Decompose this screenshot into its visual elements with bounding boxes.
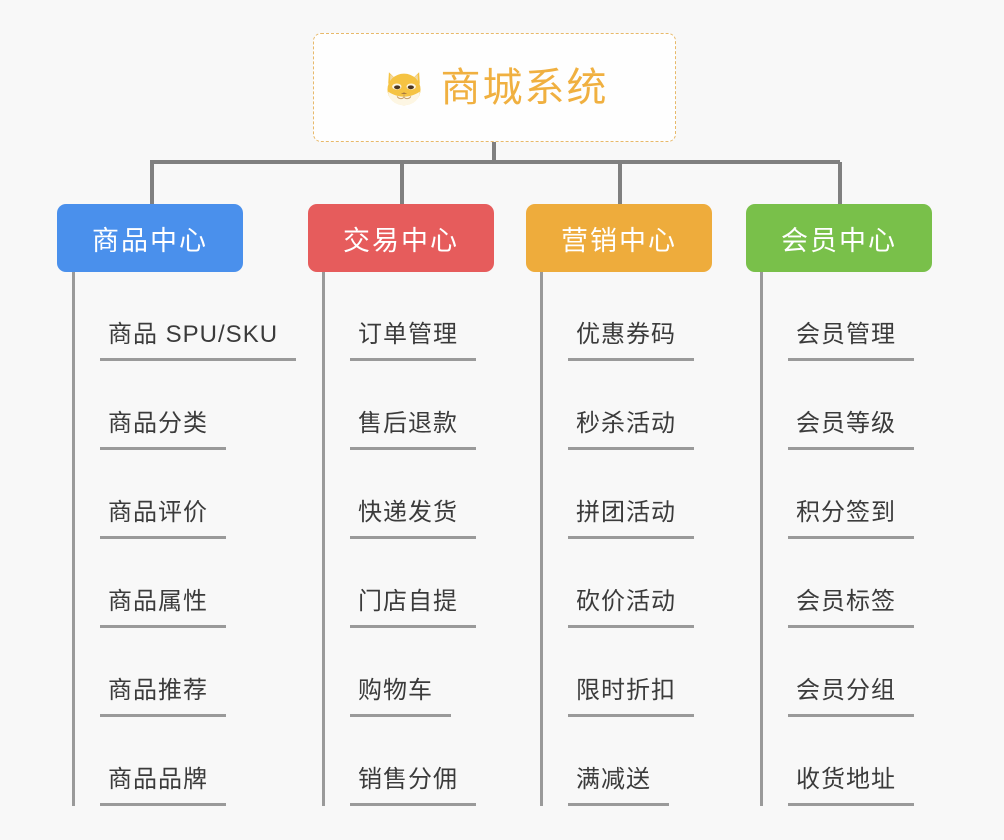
- list-item[interactable]: 商品属性: [72, 539, 296, 628]
- list-item[interactable]: 订单管理: [322, 272, 476, 361]
- leaf-label: 门店自提: [358, 588, 458, 615]
- list-item[interactable]: 商品品牌: [72, 717, 296, 806]
- leaf-column-member: 会员管理 会员等级 积分签到 会员标签 会员分组 收货地址: [760, 272, 914, 806]
- leaf-label: 会员等级: [796, 410, 896, 437]
- leaf-label: 会员标签: [796, 588, 896, 615]
- leaf-label: 售后退款: [358, 410, 458, 437]
- connector-leg-2: [400, 162, 404, 204]
- leaf-label: 销售分佣: [358, 766, 458, 793]
- list-item[interactable]: 优惠券码: [540, 272, 694, 361]
- connector-root-drop: [492, 142, 496, 163]
- column-spine: [760, 272, 763, 806]
- leaf-label: 商品评价: [108, 499, 208, 526]
- connector-horizontal-bus: [150, 160, 840, 164]
- leaf-label: 订单管理: [358, 321, 458, 348]
- leaf-label: 积分签到: [796, 499, 896, 526]
- leaf-label: 商品推荐: [108, 677, 208, 704]
- category-header-product[interactable]: 商品中心: [57, 204, 243, 272]
- root-node-label: 商城系统: [440, 65, 609, 110]
- leaf-label: 收货地址: [796, 766, 896, 793]
- list-item[interactable]: 售后退款: [322, 361, 476, 450]
- list-item[interactable]: 限时折扣: [540, 628, 694, 717]
- leaf-label: 拼团活动: [576, 499, 676, 526]
- leaf-label: 会员管理: [796, 321, 896, 348]
- leaf-label: 优惠券码: [576, 321, 676, 348]
- leaf-label: 购物车: [358, 677, 433, 704]
- list-item[interactable]: 商品 SPU/SKU: [72, 272, 297, 361]
- column-spine: [72, 272, 75, 806]
- list-item[interactable]: 销售分佣: [322, 717, 476, 806]
- list-item[interactable]: 收货地址: [760, 717, 914, 806]
- list-item[interactable]: 满减送: [540, 717, 694, 806]
- category-header-member[interactable]: 会员中心: [746, 204, 932, 272]
- leaf-label: 商品 SPU/SKU: [108, 321, 279, 348]
- list-item[interactable]: 拼团活动: [540, 450, 694, 539]
- category-header-label: 交易中心: [343, 225, 459, 256]
- list-item[interactable]: 商品评价: [72, 450, 296, 539]
- list-item[interactable]: 砍价活动: [540, 539, 694, 628]
- leaf-column-product: 商品 SPU/SKU 商品分类 商品评价 商品属性 商品推荐 商品品牌: [72, 272, 297, 806]
- leaf-label: 会员分组: [796, 677, 896, 704]
- column-spine: [322, 272, 325, 806]
- leaf-label: 砍价活动: [576, 588, 676, 615]
- leaf-label: 限时折扣: [576, 677, 676, 704]
- leaf-label: 满减送: [576, 766, 651, 793]
- leaf-label: 秒杀活动: [576, 410, 676, 437]
- category-header-marketing[interactable]: 营销中心: [526, 204, 712, 272]
- leaf-column-marketing: 优惠券码 秒杀活动 拼团活动 砍价活动 限时折扣 满减送: [540, 272, 694, 806]
- leaf-label: 商品属性: [108, 588, 208, 615]
- list-item[interactable]: 积分签到: [760, 450, 914, 539]
- leaf-label: 商品分类: [108, 410, 208, 437]
- list-item[interactable]: 秒杀活动: [540, 361, 694, 450]
- list-item[interactable]: 会员标签: [760, 539, 914, 628]
- connector-leg-4: [838, 162, 842, 204]
- list-item[interactable]: 会员管理: [760, 272, 914, 361]
- leaf-label: 快递发货: [358, 499, 458, 526]
- root-node[interactable]: 商城系统: [313, 33, 676, 142]
- list-item[interactable]: 会员分组: [760, 628, 914, 717]
- list-item[interactable]: 商品推荐: [72, 628, 296, 717]
- connector-leg-1: [150, 162, 154, 204]
- leaf-label: 商品品牌: [108, 766, 208, 793]
- list-item[interactable]: 门店自提: [322, 539, 476, 628]
- category-header-label: 营销中心: [561, 225, 677, 256]
- connector-leg-3: [618, 162, 622, 204]
- list-item[interactable]: 商品分类: [72, 361, 296, 450]
- list-item[interactable]: 会员等级: [760, 361, 914, 450]
- category-header-label: 商品中心: [92, 225, 208, 256]
- leaf-column-trade: 订单管理 售后退款 快递发货 门店自提 购物车 销售分佣: [322, 272, 476, 806]
- list-item[interactable]: 快递发货: [322, 450, 476, 539]
- shiba-dog-face-icon: [386, 71, 421, 105]
- category-header-trade[interactable]: 交易中心: [308, 204, 494, 272]
- list-item[interactable]: 购物车: [322, 628, 476, 717]
- column-spine: [540, 272, 543, 806]
- category-header-label: 会员中心: [781, 225, 897, 256]
